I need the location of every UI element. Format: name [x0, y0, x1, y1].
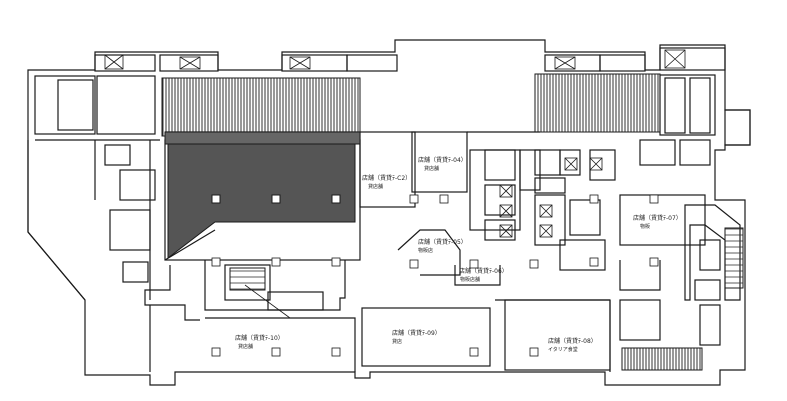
room-r6-name: 店舗（賃貸ﾃ-10） — [235, 334, 284, 342]
room-r7-sub: 貸店 — [392, 338, 402, 345]
room-r2-name: 店舗（賃貸ﾃ-04） — [418, 156, 467, 164]
room-r8-sub: イタリア食堂 — [548, 346, 578, 353]
dark-hall — [167, 141, 356, 260]
room-r6-sub: 貸店舗 — [238, 343, 253, 350]
room-labels: 店舗（賃貸ﾃ-C2） 貸店舗 店舗（賃貸ﾃ-04） 貸店舗 店舗（賃貸ﾃ-05）… — [235, 156, 682, 353]
room-r4-sub: 物販店舗 — [460, 276, 480, 283]
stair-band-left — [161, 77, 361, 137]
building-outline — [27, 39, 751, 386]
room-r4-name: 店舗（賃貸ﾃ-06） — [459, 267, 508, 275]
room-r5-name: 店舗（賃貸ﾃ-07） — [633, 214, 682, 222]
stair-right-small — [621, 347, 703, 371]
stair-tower — [724, 227, 744, 289]
room-r3-sub: 物販店 — [418, 247, 433, 254]
room-r5-sub: 物販 — [640, 223, 650, 230]
room-r3-name: 店舗（賃貸ﾃ-05） — [418, 238, 467, 246]
room-r1-sub: 貸店舗 — [368, 183, 383, 190]
room-r1-name: 店舗（賃貸ﾃ-C2） — [362, 174, 411, 182]
room-r2-sub: 貸店舗 — [424, 165, 439, 172]
room-r8-name: 店舗（賃貸ﾃ-08） — [548, 337, 597, 345]
stair-band-right — [534, 73, 661, 133]
room-r7-name: 店舗（賃貸ﾃ-09） — [392, 329, 441, 337]
